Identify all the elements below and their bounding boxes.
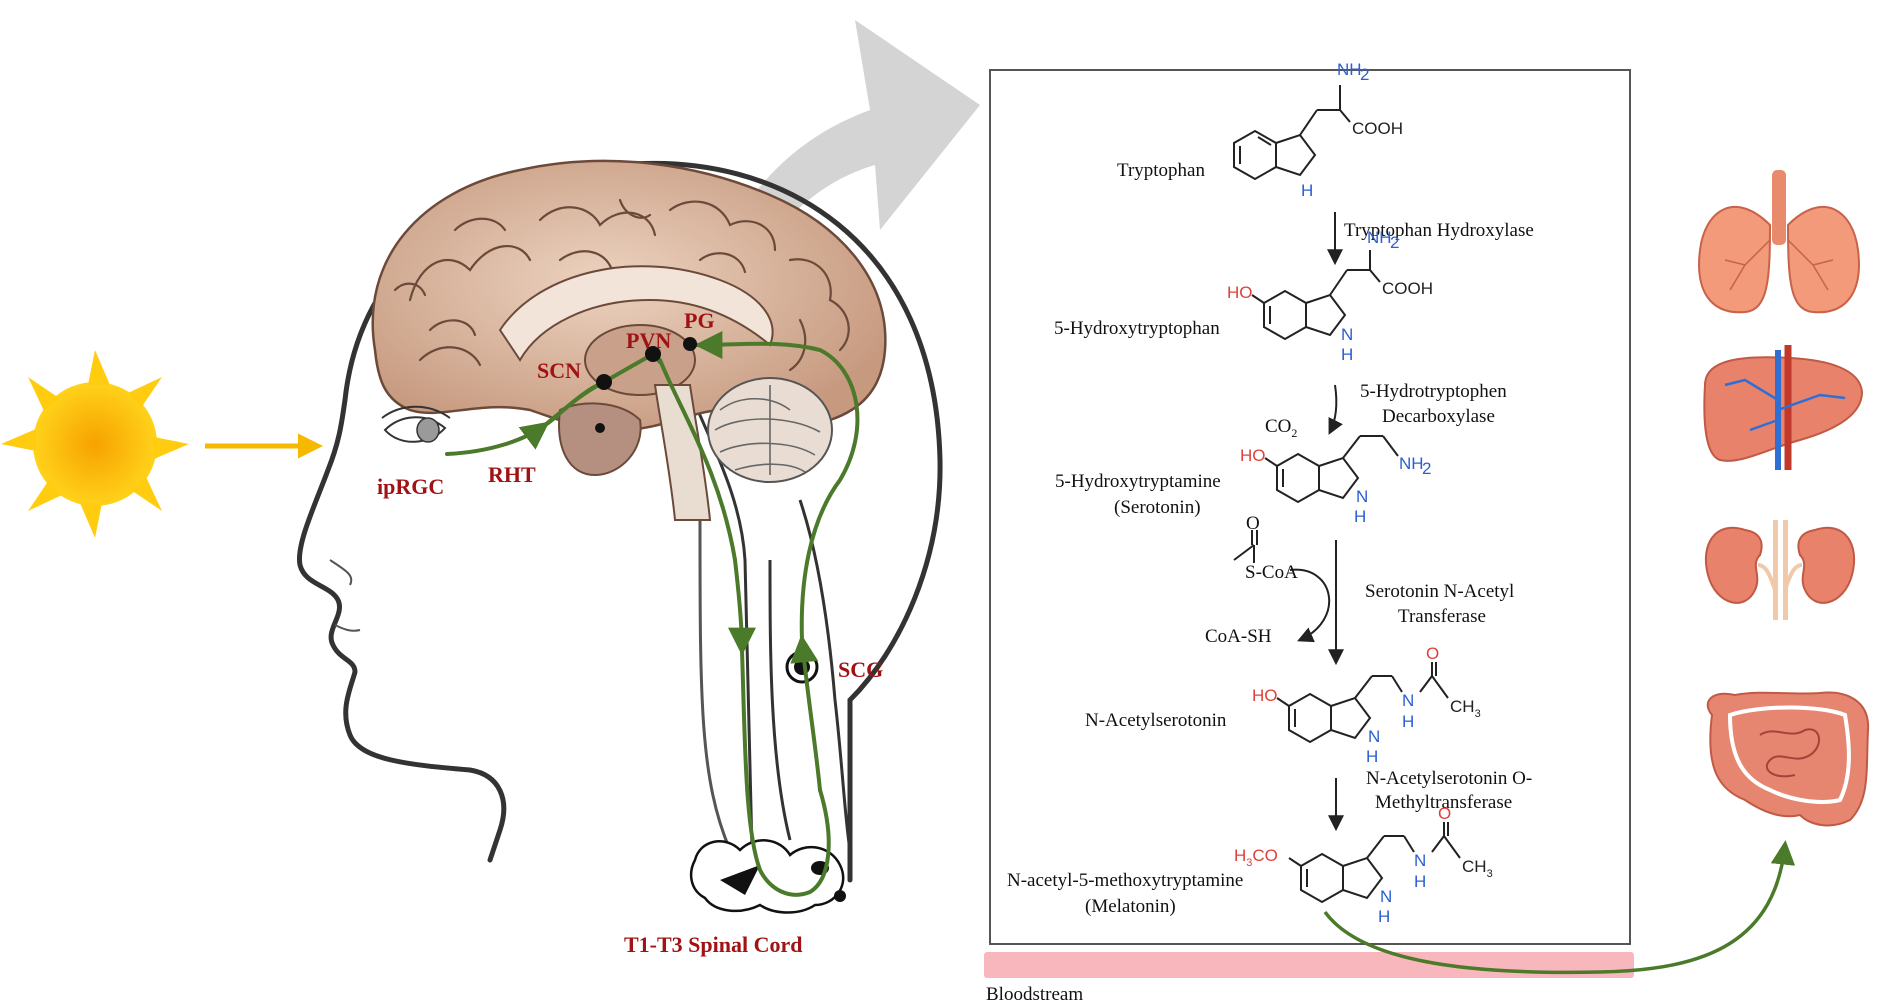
co2-label: CO2	[1265, 416, 1297, 440]
enzyme-asmt-1: N-Acetylserotonin O-	[1366, 768, 1532, 789]
compound-tryptophan: Tryptophan	[1117, 160, 1205, 181]
scoa-label: S-CoA	[1245, 562, 1298, 583]
label-rht: RHT	[488, 462, 536, 487]
svg-text:O: O	[1426, 644, 1439, 663]
svg-text:H: H	[1414, 872, 1426, 891]
molecule-5htp: NH 2 COOH HO N H	[1227, 228, 1433, 364]
svg-text:2: 2	[1360, 65, 1369, 84]
compound-melatonin: (Melatonin)	[1085, 896, 1176, 917]
compound-nas: N-Acetylserotonin	[1085, 710, 1227, 731]
svg-text:COOH: COOH	[1352, 119, 1403, 138]
scn-node	[596, 374, 612, 390]
svg-text:CH3: CH3	[1462, 857, 1493, 880]
svg-text:NH: NH	[1367, 228, 1392, 247]
lungs-icon	[1698, 170, 1860, 314]
enzyme-asmt-2: Methyltransferase	[1375, 792, 1512, 813]
label-pvn: PVN	[626, 328, 671, 353]
compound-5htp: 5-Hydroxytryptophan	[1054, 318, 1220, 339]
svg-text:COOH: COOH	[1382, 279, 1433, 298]
svg-text:H3CO: H3CO	[1234, 846, 1278, 869]
intestine-icon	[1706, 691, 1870, 827]
bloodstream-bar	[984, 952, 1634, 978]
melatonin-release-arrow	[1323, 840, 1796, 975]
eye-icon	[381, 405, 451, 443]
enzyme-aadc-2: Decarboxylase	[1382, 406, 1495, 427]
label-scn: SCN	[537, 358, 581, 383]
svg-text:H: H	[1402, 712, 1414, 731]
svg-text:N: N	[1380, 887, 1392, 906]
label-spinal-cord: T1-T3 Spinal Cord	[624, 932, 803, 957]
sun-icon	[1, 350, 189, 538]
svg-text:O: O	[1246, 513, 1260, 534]
svg-text:N: N	[1341, 325, 1353, 344]
arrow-step-2	[1328, 384, 1343, 435]
molecule-melatonin: O N H CH3 H3CO N H	[1234, 804, 1493, 926]
svg-text:H: H	[1366, 747, 1378, 766]
svg-text:N: N	[1356, 487, 1368, 506]
coash-label: CoA-SH	[1205, 626, 1272, 647]
svg-text:H: H	[1341, 345, 1353, 364]
compound-5ht: 5-Hydroxytryptamine	[1055, 471, 1221, 492]
enzyme-aadc-1: 5-Hydrotryptophen	[1360, 381, 1507, 402]
svg-text:N: N	[1402, 691, 1414, 710]
svg-text:H: H	[1301, 181, 1313, 200]
mouth-detail	[334, 624, 361, 632]
bloodstream-label: Bloodstream	[986, 984, 1083, 1005]
compound-serotonin: (Serotonin)	[1114, 497, 1201, 518]
pathway-panel	[989, 69, 1631, 945]
molecule-serotonin: NH 2 HO N H	[1240, 435, 1431, 526]
svg-text:H: H	[1354, 507, 1366, 526]
svg-text:HO: HO	[1252, 686, 1278, 705]
svg-text:2: 2	[1422, 459, 1431, 478]
svg-text:HO: HO	[1240, 446, 1266, 465]
svg-text:O: O	[1438, 804, 1451, 823]
svg-text:N: N	[1414, 851, 1426, 870]
compound-mel-name: N-acetyl-5-methoxytryptamine	[1007, 870, 1243, 891]
svg-text:N: N	[1368, 727, 1380, 746]
molecule-n-acetylserotonin: O N H CH3 HO N H	[1252, 644, 1481, 766]
svg-text:H: H	[1378, 907, 1390, 926]
zoom-arrow	[700, 20, 980, 360]
label-pg: PG	[684, 308, 715, 333]
svg-text:CH3: CH3	[1450, 697, 1481, 720]
neck-outline	[698, 519, 732, 851]
pvn-node	[645, 346, 661, 362]
liver-icon	[1703, 345, 1864, 470]
nose-detail	[329, 559, 353, 586]
arrow-coa	[1289, 568, 1331, 643]
acetyl-scoa-structure: O	[1233, 513, 1260, 563]
kidneys-icon	[1704, 520, 1856, 620]
label-scg: SCG	[838, 657, 883, 682]
optic-node	[595, 423, 605, 433]
svg-text:NH: NH	[1337, 60, 1362, 79]
svg-text:HO: HO	[1227, 283, 1253, 302]
enzyme-tph: Tryptophan Hydroxylase	[1344, 220, 1534, 241]
label-iprgc: ipRGC	[377, 474, 444, 499]
enzyme-snat-2: Transferase	[1398, 606, 1486, 627]
enzyme-snat-1: Serotonin N-Acetyl	[1365, 581, 1514, 602]
molecule-tryptophan: NH 2 COOH H	[1233, 60, 1403, 200]
svg-text:NH: NH	[1399, 454, 1424, 473]
svg-text:2: 2	[1390, 233, 1399, 252]
pg-node	[683, 337, 697, 351]
